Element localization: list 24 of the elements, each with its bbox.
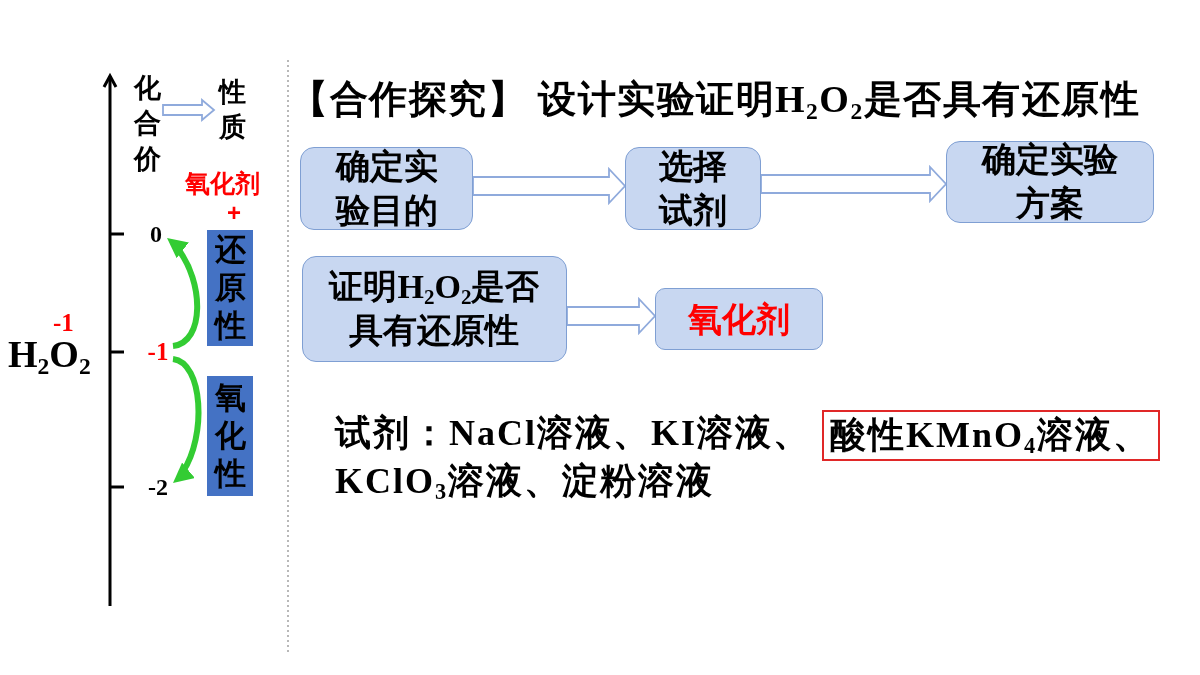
curved-arrow [164, 235, 200, 349]
curved-arrow [170, 356, 202, 486]
arrow [162, 98, 216, 122]
property-box: 氧化性 [207, 376, 253, 496]
step-box: 确定实验方案 [946, 141, 1154, 223]
reagent-list: KClO$_{3}$溶液、淀粉溶液 [335, 461, 715, 503]
step-box: 证明H$_{2}$O$_{2}$是否具有还原性 [302, 256, 567, 362]
highlighted-reagent: 酸性KMnO$_{4}$溶液、 [822, 410, 1160, 461]
title: 【合作探究】 设计实验证明H$_{2}$O$_{2}$是否具有还原性 [290, 78, 1141, 122]
tick-label: -2 [144, 473, 172, 501]
axis-title: 化合价 [131, 70, 163, 178]
plus-sign: + [227, 199, 241, 227]
step-box: 氧化剂 [655, 288, 823, 350]
arrow [472, 166, 627, 206]
tick-label: -1 [144, 338, 172, 366]
arrow [760, 164, 948, 204]
arrow [566, 296, 657, 336]
tick-label: 0 [146, 220, 166, 248]
reagent-list: 试剂：NaCl溶液、KI溶液、 [335, 413, 811, 455]
step-box: 选择试剂 [625, 147, 761, 230]
oxidant-label: 氧化剂 [185, 169, 260, 198]
step-box: 确定实验目的 [300, 147, 473, 230]
property-label: 性质 [214, 76, 250, 144]
property-box: 还原性 [207, 230, 253, 346]
